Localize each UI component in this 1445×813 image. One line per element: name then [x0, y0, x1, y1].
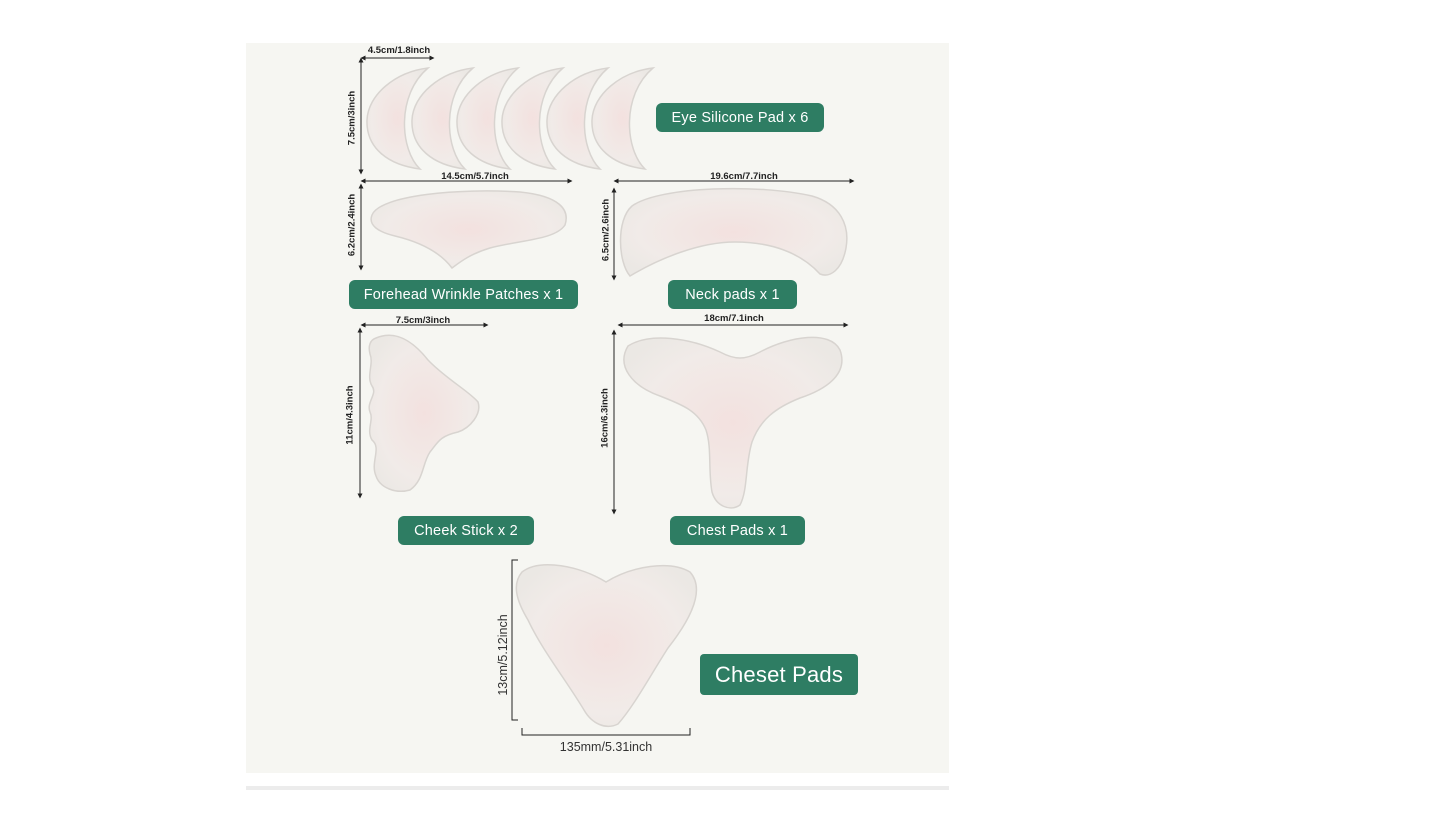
neck-pad: [619, 187, 848, 277]
cheek-badge: Cheek Stick x 2: [398, 516, 534, 545]
forehead-height-label: 6.2cm/2.4inch: [346, 193, 358, 257]
eye-pads: [366, 66, 656, 171]
divider: [246, 786, 949, 790]
neck-badge: Neck pads x 1: [668, 280, 797, 309]
neck-height-label: 6.5cm/2.6inch: [600, 198, 612, 262]
cheset-pad: [515, 564, 698, 728]
dimension-lines: [357, 55, 855, 736]
cheset-height-label: 13cm/5.12inch: [495, 614, 510, 696]
forehead-badge: Forehead Wrinkle Patches x 1: [349, 280, 578, 309]
cheek-stick: [368, 334, 480, 492]
chest-badge: Chest Pads x 1: [670, 516, 805, 545]
cheset-badge: Cheset Pads: [700, 654, 858, 695]
eye-pad: [501, 66, 566, 171]
cheek-width-label: 7.5cm/3inch: [395, 315, 451, 326]
chest-pad: [623, 336, 843, 509]
forehead-width-label: 14.5cm/5.7inch: [441, 171, 509, 182]
cheset-width-label: 135mm/5.31inch: [559, 740, 653, 754]
neck-width-label: 19.6cm/7.7inch: [710, 171, 778, 182]
eye-pad: [591, 66, 656, 171]
eye-pad-badge: Eye Silicone Pad x 6: [656, 103, 824, 132]
forehead-patch: [370, 190, 567, 270]
eye-pad: [546, 66, 611, 171]
cheek-height-label: 11cm/4.3inch: [344, 385, 356, 445]
eye-pad: [366, 66, 431, 171]
eye-height-label: 7.5cm/3inch: [346, 90, 358, 146]
chest-width-label: 18cm/7.1inch: [704, 313, 764, 324]
eye-pad: [411, 66, 476, 171]
eye-pad: [456, 66, 521, 171]
eye-width-label: 4.5cm/1.8inch: [367, 45, 431, 56]
chest-height-label: 16cm/6.3inch: [599, 388, 611, 448]
